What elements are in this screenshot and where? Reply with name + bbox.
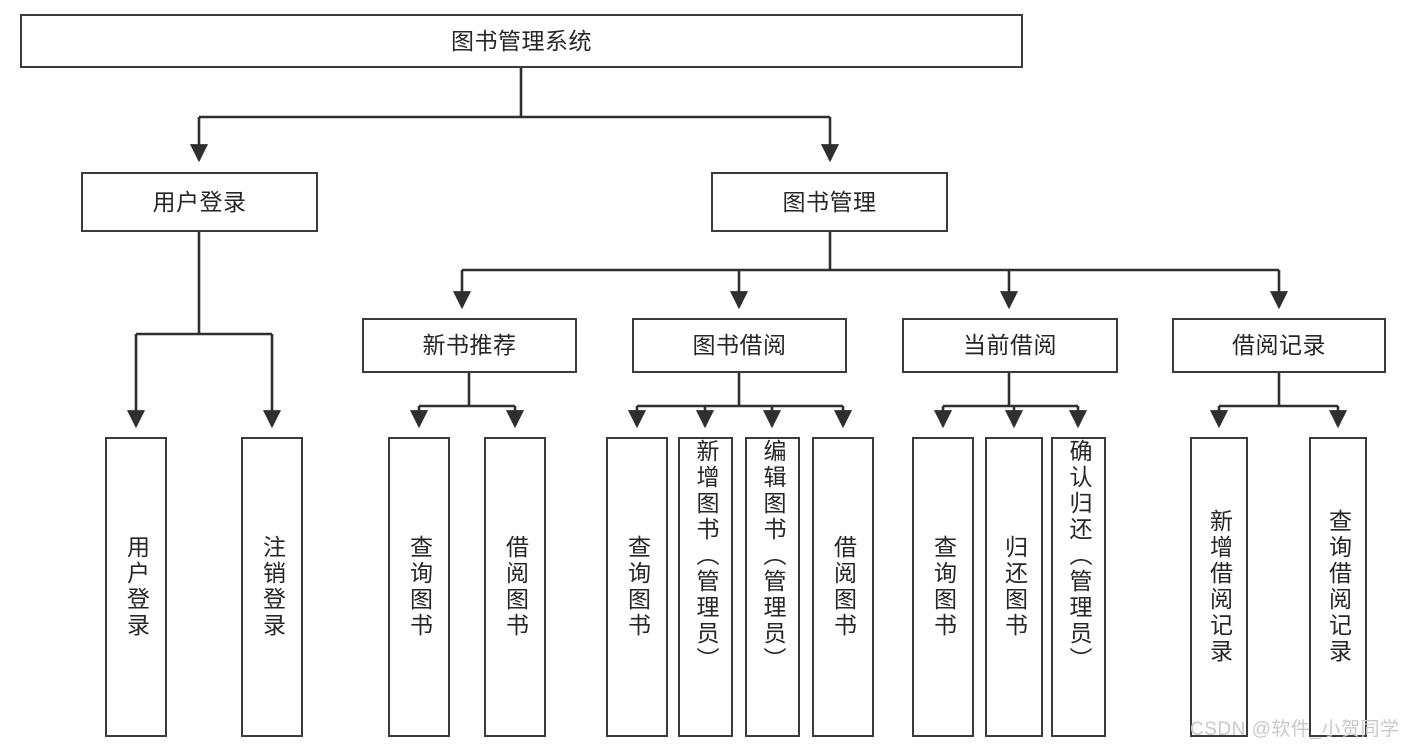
node-book-borrow-label: 图书借阅 <box>692 332 787 359</box>
leaf-query-book-recommend-label: 查询图书 <box>406 535 433 639</box>
leaf-confirm-return-admin-label: 确认归还（管理员） <box>1066 439 1092 673</box>
leaf-logout-label: 注销登录 <box>259 535 286 639</box>
node-new-book-recommend-label: 新书推荐 <box>422 332 517 359</box>
leaf-query-book-recommend[interactable]: 查询图书 <box>388 437 450 737</box>
node-current-borrow[interactable]: 当前借阅 <box>902 318 1118 373</box>
leaf-confirm-return-admin[interactable]: 确认归还（管理员） <box>1051 437 1106 737</box>
leaf-return-book[interactable]: 归还图书 <box>985 437 1043 737</box>
leaf-add-book-admin[interactable]: 新增图书（管理员） <box>678 437 733 737</box>
leaf-query-borrow-record[interactable]: 查询借阅记录 <box>1309 437 1367 737</box>
leaf-query-book-borrow-label: 查询图书 <box>624 535 651 639</box>
node-borrow-record-label: 借阅记录 <box>1232 332 1326 359</box>
node-book-borrow[interactable]: 图书借阅 <box>632 318 847 373</box>
leaf-borrow-book-recommend[interactable]: 借阅图书 <box>484 437 546 737</box>
node-book-management-label: 图书管理 <box>782 188 877 215</box>
leaf-query-book-current[interactable]: 查询图书 <box>912 437 974 737</box>
leaf-add-book-admin-label: 新增图书（管理员） <box>693 439 719 673</box>
leaf-logout[interactable]: 注销登录 <box>241 437 303 737</box>
leaf-edit-book-admin-label: 编辑图书（管理员） <box>760 439 786 673</box>
leaf-edit-book-admin[interactable]: 编辑图书（管理员） <box>745 437 800 737</box>
leaf-query-book-current-label: 查询图书 <box>930 535 957 639</box>
node-new-book-recommend[interactable]: 新书推荐 <box>362 318 577 373</box>
leaf-user-login[interactable]: 用户登录 <box>105 437 167 737</box>
leaf-borrow-book-recommend-label: 借阅图书 <box>502 535 529 639</box>
node-root[interactable]: 图书管理系统 <box>20 14 1023 68</box>
node-root-label: 图书管理系统 <box>451 27 592 54</box>
node-user-login[interactable]: 用户登录 <box>81 172 318 232</box>
leaf-query-book-borrow[interactable]: 查询图书 <box>606 437 668 737</box>
leaf-borrow-book-borrow-label: 借阅图书 <box>830 535 857 639</box>
node-user-login-label: 用户登录 <box>152 188 247 215</box>
node-book-management[interactable]: 图书管理 <box>711 172 948 232</box>
node-borrow-record[interactable]: 借阅记录 <box>1172 318 1386 373</box>
csdn-watermark: CSDN @软件_小贺同学 <box>1190 719 1400 740</box>
leaf-add-borrow-record[interactable]: 新增借阅记录 <box>1190 437 1248 737</box>
leaf-query-borrow-record-label: 查询借阅记录 <box>1325 509 1352 665</box>
leaf-return-book-label: 归还图书 <box>1001 535 1028 639</box>
leaf-add-borrow-record-label: 新增借阅记录 <box>1206 509 1233 665</box>
node-current-borrow-label: 当前借阅 <box>963 332 1057 359</box>
leaf-user-login-label: 用户登录 <box>123 535 150 639</box>
leaf-borrow-book-borrow[interactable]: 借阅图书 <box>812 437 874 737</box>
